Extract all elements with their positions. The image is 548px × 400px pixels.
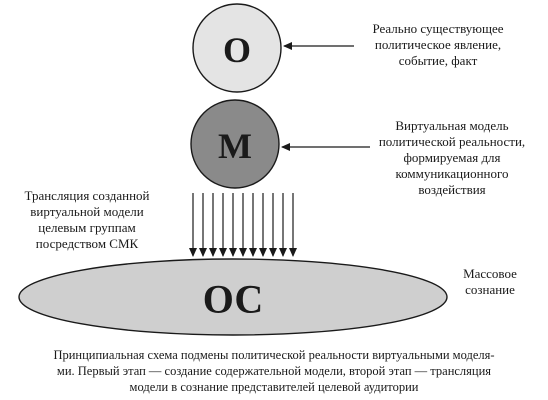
translation-arrows [189, 193, 297, 257]
label-o-line-1: Реально существующее [372, 21, 504, 36]
label-o-line-3: событие, факт [398, 53, 478, 68]
node-o-circle [192, 3, 282, 93]
caption-line-1: Принципиальная схема подмены политическо… [53, 348, 495, 362]
label-translation: Трансляция созданной виртуальной модели … [4, 188, 170, 252]
diagram-canvas: О М ОС [18, 3, 448, 336]
label-translation-line-3: целевым группам [38, 220, 136, 235]
node-os-ellipse [18, 258, 448, 336]
label-mass-line-1: Массовое [463, 266, 517, 281]
label-translation-line-1: Трансляция созданной [24, 188, 150, 203]
label-m-line-3: формируемая для [403, 150, 501, 165]
node-o-letter: О [223, 30, 251, 70]
label-real-phenomenon: Реально существующее политическое явлени… [350, 21, 526, 69]
node-m-letter: М [218, 126, 252, 166]
label-m-line-5: воздействия [418, 182, 486, 197]
label-mass-line-2: сознание [465, 282, 515, 297]
label-translation-line-4: посредством СМК [35, 236, 139, 251]
label-o-line-2: политическое явление, [374, 37, 502, 52]
label-virtual-model: Виртуальная модель политической реальнос… [364, 118, 540, 198]
label-m-line-1: Виртуальная модель [395, 118, 509, 133]
caption-line-3: модели в сознание представителей целевой… [129, 380, 419, 394]
label-translation-line-2: виртуальной модели [30, 204, 144, 219]
label-m-line-4: коммуникационного [395, 166, 509, 181]
figure-caption: Принципиальная схема подмены политическо… [6, 347, 542, 395]
caption-line-2: ми. Первый этап — создание содержательно… [56, 364, 492, 378]
label-m-line-2: политической реальности, [378, 134, 526, 149]
node-m-circle [190, 99, 280, 189]
label-mass-consciousness: Массовое сознание [450, 266, 530, 298]
node-os-letter: ОС [203, 277, 264, 322]
